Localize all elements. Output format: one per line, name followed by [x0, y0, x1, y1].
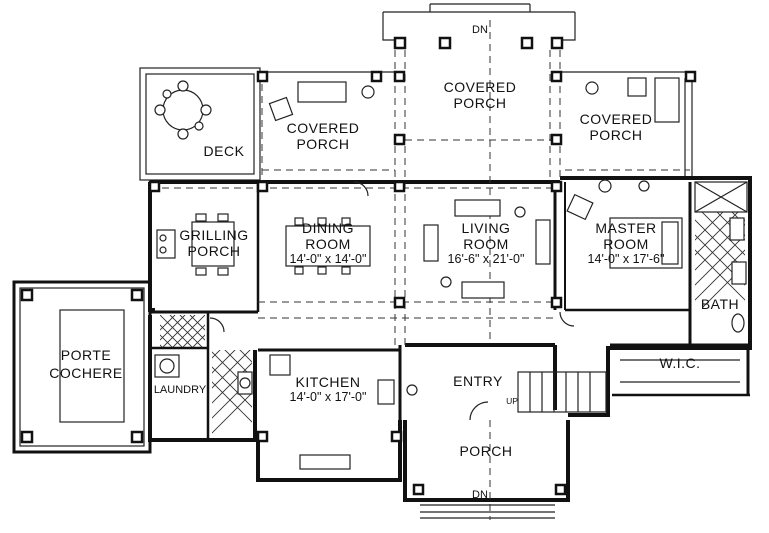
- kitchen-label: KITCHEN: [296, 374, 361, 390]
- furniture: [154, 77, 747, 470]
- columns: [20, 36, 697, 496]
- covered-porch-east-label-1: COVERED: [580, 111, 653, 127]
- covered-porch-north-label-2: PORCH: [453, 95, 506, 111]
- covered-porch-east-label-2: PORCH: [589, 127, 642, 143]
- porch-label: PORCH: [459, 443, 512, 459]
- grilling-porch-label-2: PORCH: [187, 243, 240, 259]
- laundry-label: LAUNDRY: [154, 384, 207, 396]
- covered-porch-north-label-1: COVERED: [444, 79, 517, 95]
- room-labels: DN DN UP DECK COVERED PORCH COVERED PORC…: [49, 24, 739, 501]
- covered-porch-west-label-1: COVERED: [287, 120, 360, 136]
- master-room-label-1: MASTER: [595, 220, 656, 236]
- grilling-porch-label-1: GRILLING: [179, 227, 248, 243]
- interior-walls: [150, 182, 750, 440]
- master-room-dimensions: 14'-0" x 17'-6": [588, 252, 665, 266]
- living-room-label-2: ROOM: [463, 236, 509, 252]
- porte-cochere-label-1: PORTE: [61, 347, 111, 363]
- dining-room-dimensions: 14'-0" x 14'-0": [290, 252, 367, 266]
- dining-room-label-1: DINING: [302, 220, 354, 236]
- stair-up-label: UP: [506, 396, 518, 406]
- deck-label: DECK: [204, 143, 245, 159]
- dining-room-label-2: ROOM: [305, 236, 351, 252]
- beam-lines: [150, 20, 690, 520]
- exterior-walls: [12, 3, 752, 519]
- covered-porch-west-label-2: PORCH: [296, 136, 349, 152]
- living-room-dimensions: 16'-6" x 21'-0": [448, 252, 525, 266]
- entry-label: ENTRY: [453, 373, 503, 389]
- kitchen-dimensions: 14'-0" x 17'-0": [290, 390, 367, 404]
- porte-cochere-label-2: COCHERE: [49, 365, 123, 381]
- walk-in-closet-label: W.I.C.: [659, 355, 700, 371]
- master-room-label-2: ROOM: [603, 236, 649, 252]
- stair-down-label-bottom: DN: [472, 489, 488, 501]
- stair-down-label-top: DN: [472, 24, 488, 36]
- bath-label: BATH: [701, 296, 739, 312]
- living-room-label-1: LIVING: [462, 220, 511, 236]
